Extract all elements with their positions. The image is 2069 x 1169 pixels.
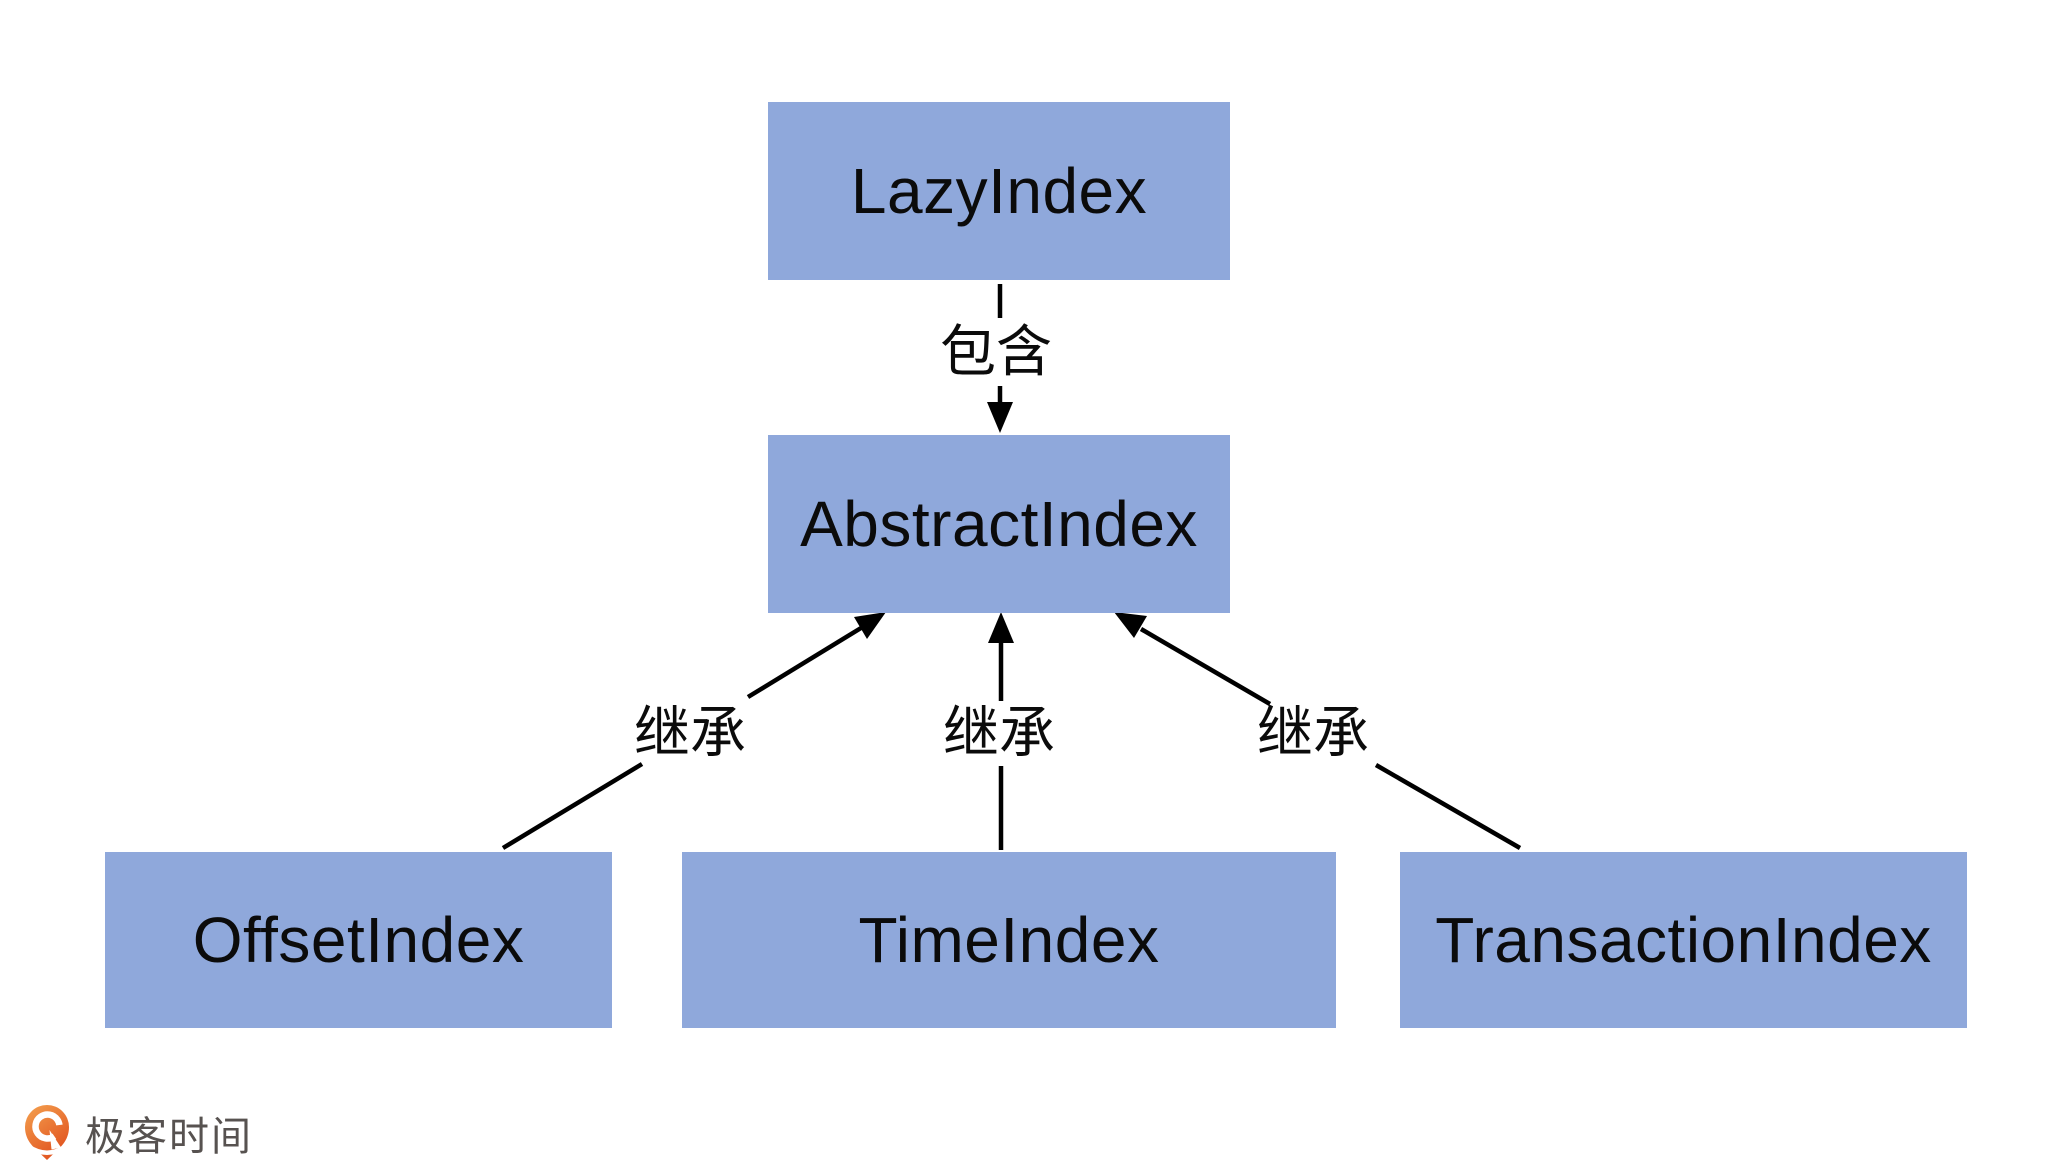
geektime-logo-icon — [25, 1105, 69, 1160]
node-abstractindex: AbstractIndex — [768, 435, 1230, 613]
geektime-logo-text: 极客时间 — [85, 1115, 253, 1159]
brand-logo: 极客时间 — [22, 1103, 253, 1165]
node-lazyindex: LazyIndex — [768, 102, 1230, 280]
node-transactionindex: TransactionIndex — [1400, 852, 1967, 1028]
node-offsetindex: OffsetIndex — [105, 852, 612, 1028]
edge-label-inherits-transaction: 继承 — [1257, 701, 1369, 764]
edge-label-inherits-time: 继承 — [943, 701, 1055, 764]
node-timeindex: TimeIndex — [682, 852, 1336, 1028]
edge-label-contains: 包含 — [940, 320, 1052, 383]
edge-label-inherits-offset: 继承 — [634, 701, 746, 764]
